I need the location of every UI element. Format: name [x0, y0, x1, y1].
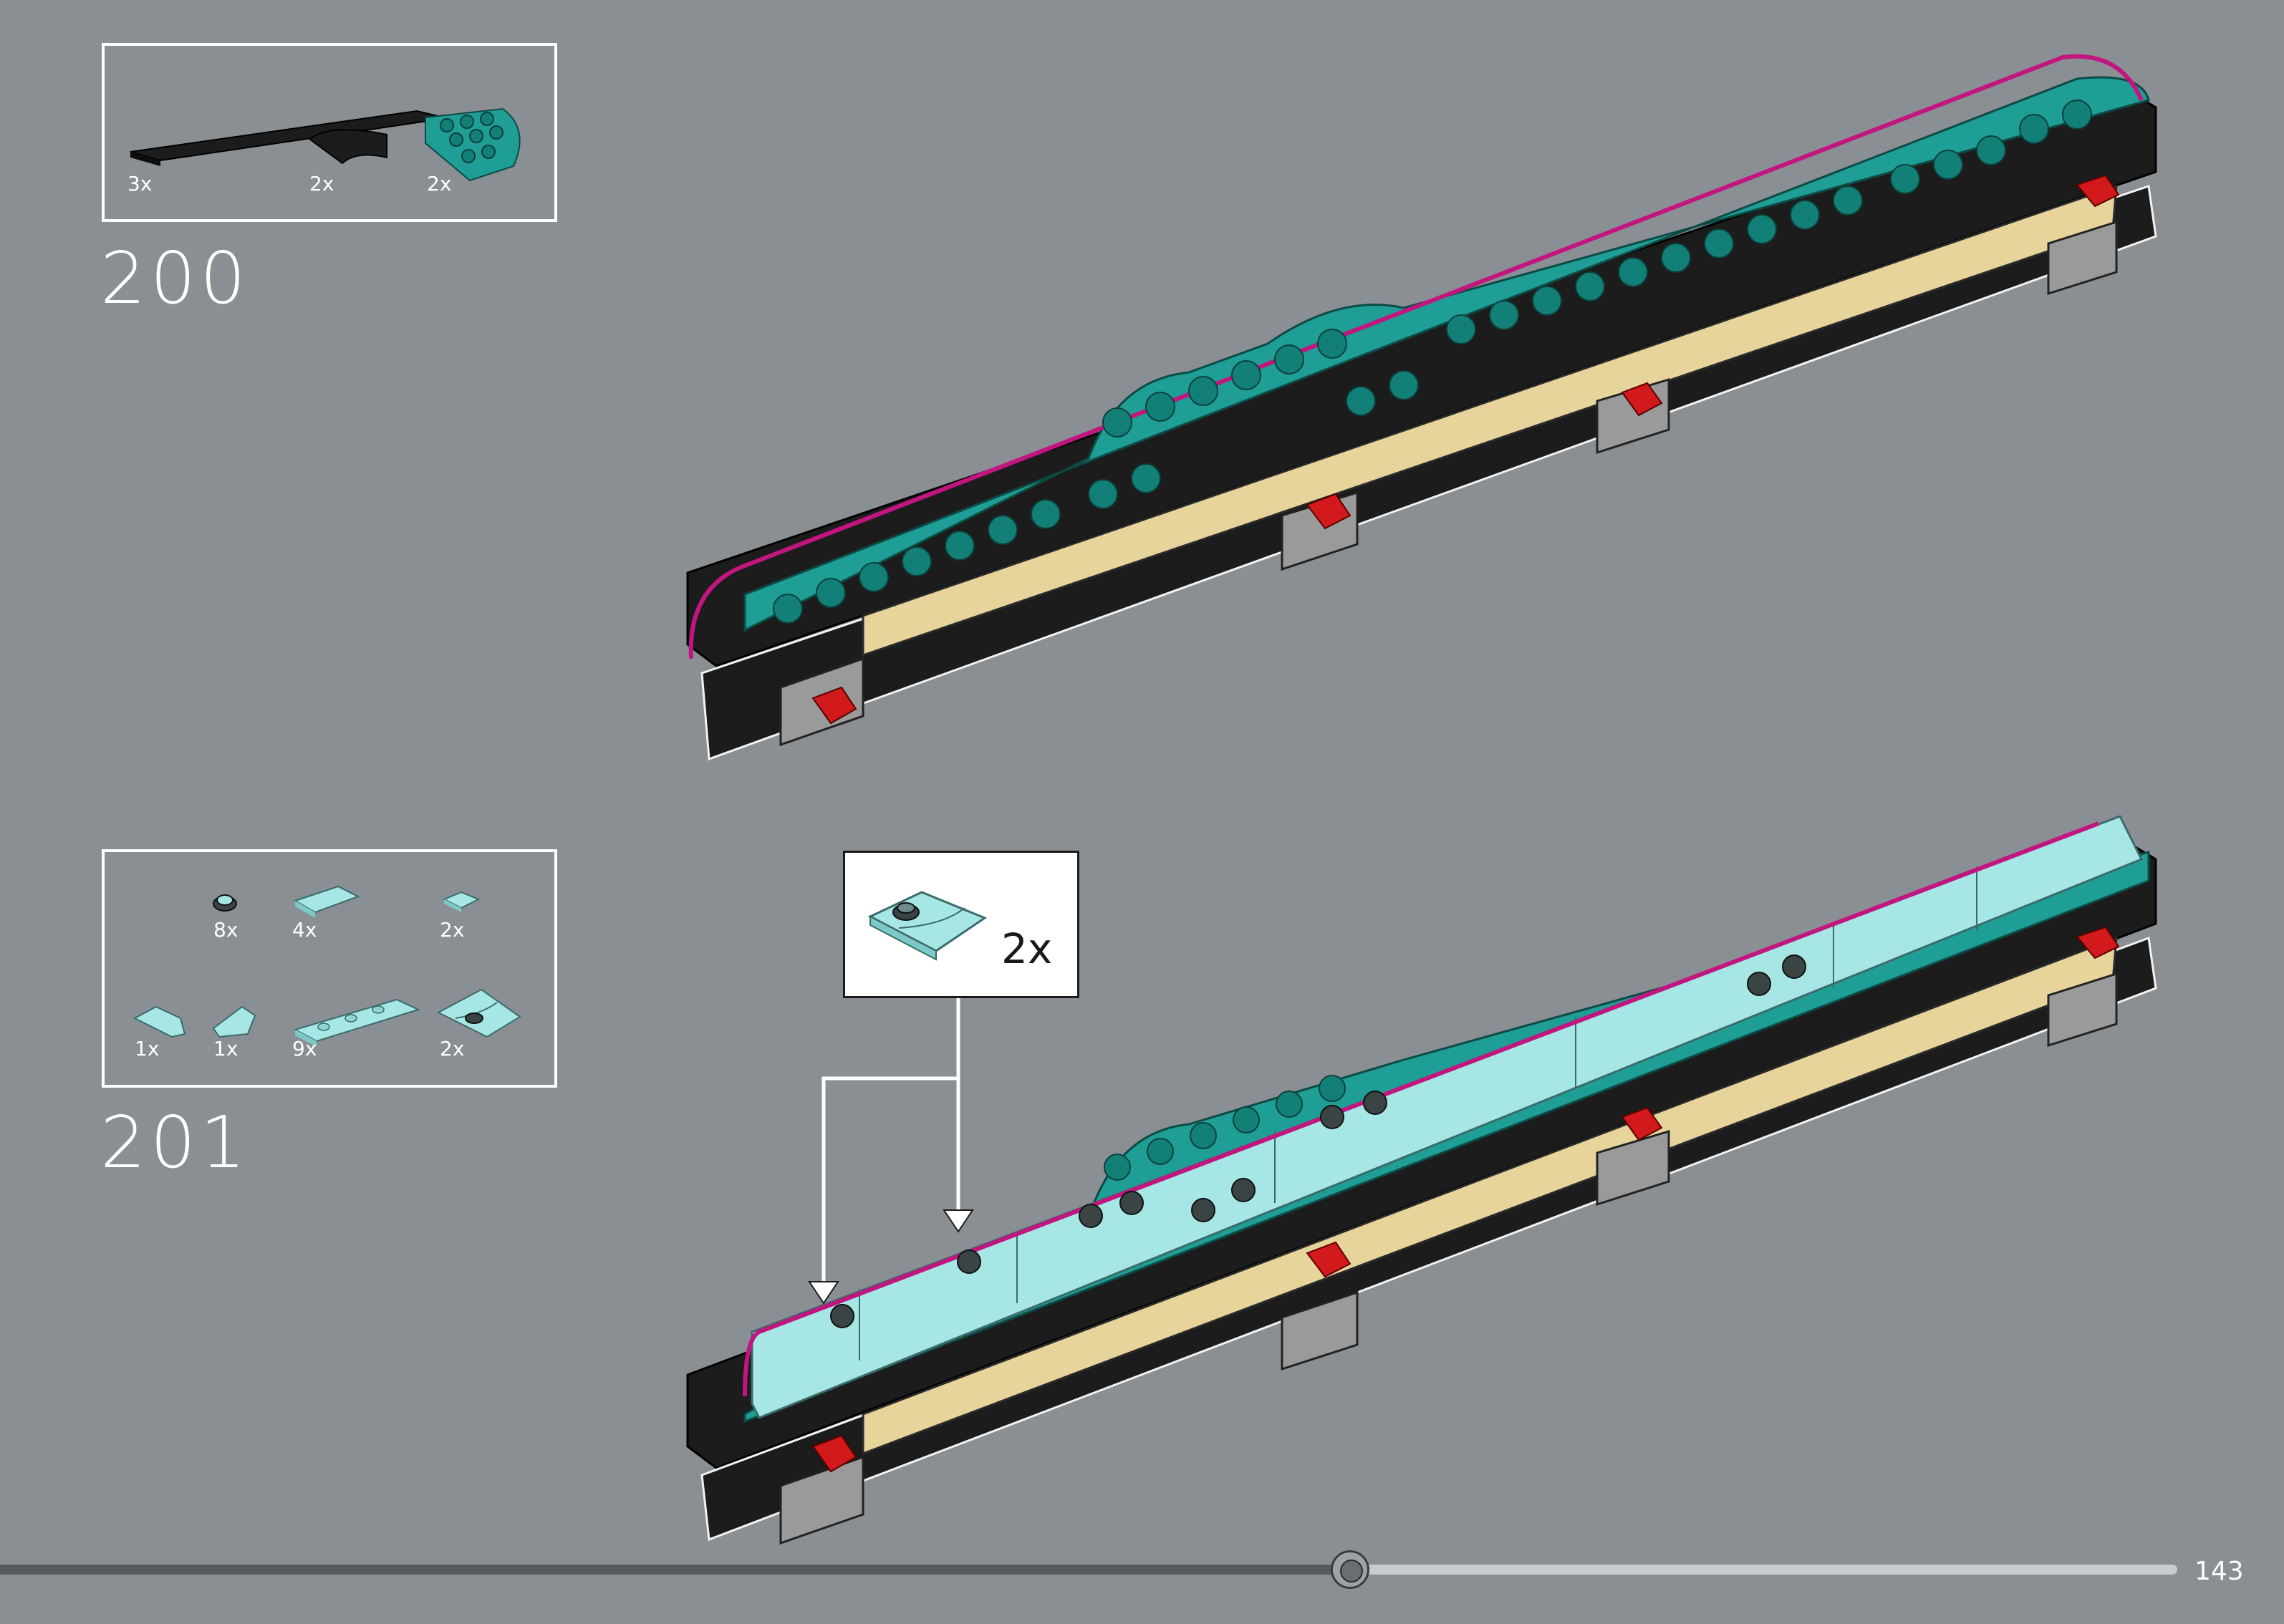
progress-track: [0, 1562, 2177, 1577]
page-number: 143: [2194, 1557, 2244, 1586]
progress-fill: [0, 1565, 1350, 1575]
callout-quantity: 2x: [1001, 924, 1052, 973]
callout-arrows: [824, 998, 958, 1282]
arrow-head: [944, 1210, 973, 1232]
progress-knob[interactable]: [1331, 1550, 1369, 1589]
sub-assembly-callout: 2x: [843, 851, 1079, 998]
progress-knob-center: [1340, 1560, 1363, 1582]
page-progress-bar: [0, 1562, 2177, 1577]
model-step-200: [688, 57, 2156, 759]
